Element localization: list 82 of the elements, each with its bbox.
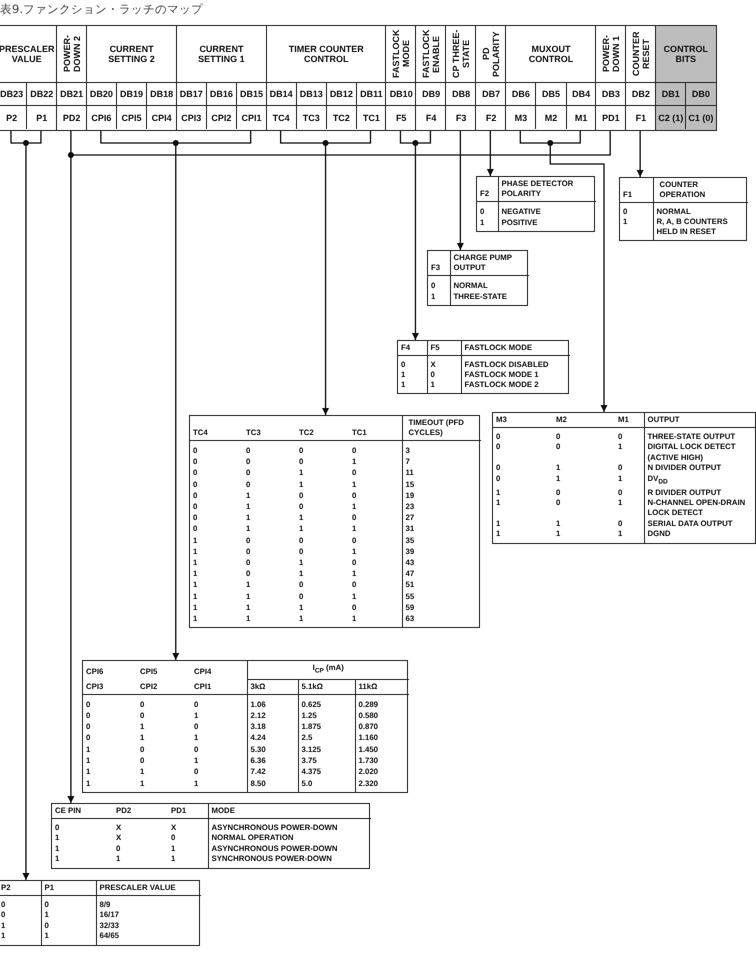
bit-number: DB8 bbox=[451, 88, 472, 101]
register-field bbox=[385, 25, 417, 131]
bit-name: TC2 bbox=[326, 106, 356, 129]
bit-name: P2 bbox=[5, 112, 18, 124]
bit-number: DB5 bbox=[535, 83, 566, 105]
field-heading: TIMER COUNTER CONTROL bbox=[288, 44, 365, 64]
bit-number: DB3 bbox=[600, 88, 621, 101]
figure-title: 表9.ファンクション・ラッチのマップ bbox=[0, 2, 203, 17]
bit-number: DB7 bbox=[481, 88, 502, 101]
bit-number: DB12 bbox=[326, 83, 356, 105]
register-field bbox=[595, 25, 627, 131]
bit-name: TC3 bbox=[296, 106, 326, 129]
register-field bbox=[415, 25, 447, 131]
register-field bbox=[266, 25, 387, 131]
bit-name: PD1 bbox=[601, 112, 621, 124]
field-heading: PD POLARITY bbox=[481, 30, 502, 79]
field-heading: MUXOUT CONTROL bbox=[528, 44, 574, 64]
register-field bbox=[0, 25, 58, 131]
field-heading: CP THREE-STATE bbox=[451, 28, 472, 80]
connector-arrow bbox=[100, 130, 252, 661]
lookup-table bbox=[0, 880, 200, 946]
connector-arrow bbox=[486, 131, 494, 176]
bit-number: DB10 bbox=[388, 88, 414, 101]
lookup-table bbox=[619, 177, 747, 241]
bit-number: DB1 bbox=[660, 88, 681, 101]
field-heading: POWER-DOWN 1 bbox=[600, 34, 621, 74]
bit-name: C1 (0) bbox=[685, 106, 716, 129]
register-field bbox=[625, 25, 657, 131]
bit-name: CPI2 bbox=[206, 106, 236, 129]
connector-arrow bbox=[456, 131, 464, 250]
lookup-table bbox=[476, 176, 595, 232]
register-field bbox=[445, 25, 477, 131]
bit-number: DB16 bbox=[206, 83, 236, 105]
bit-name: F4 bbox=[424, 112, 438, 124]
bit-number: DB19 bbox=[116, 83, 146, 105]
field-heading: FASTLOCK ENABLE bbox=[421, 28, 442, 80]
lookup-table bbox=[189, 415, 480, 628]
connector-arrow bbox=[280, 130, 372, 416]
field-heading: POWER-DOWN 2 bbox=[62, 34, 82, 74]
bit-number: DB6 bbox=[510, 88, 531, 101]
field-heading: CONTROL BITS bbox=[662, 44, 710, 64]
field-heading: FASTLOCK MODE bbox=[391, 28, 412, 80]
bit-name: M2 bbox=[535, 106, 566, 129]
bit-name: TC4 bbox=[272, 112, 291, 124]
lookup-table bbox=[397, 340, 569, 394]
field-heading: CURRENT SETTING 1 bbox=[197, 44, 246, 64]
bit-number: DB20 bbox=[88, 88, 114, 101]
bit-name: F1 bbox=[634, 112, 648, 124]
bit-number: DB21 bbox=[59, 88, 84, 101]
bit-name: F3 bbox=[454, 112, 468, 124]
bit-name: C2 (1) bbox=[657, 112, 684, 125]
bit-number: DB23 bbox=[0, 88, 24, 101]
bit-number: DB17 bbox=[178, 88, 204, 101]
connector-arrow bbox=[400, 130, 432, 341]
register-field bbox=[475, 25, 507, 131]
bit-name: CPI6 bbox=[90, 112, 112, 124]
register-field bbox=[86, 25, 178, 131]
bit-number: DB14 bbox=[268, 88, 294, 101]
bit-number: DB9 bbox=[421, 88, 442, 101]
register-field bbox=[176, 25, 268, 131]
connector-arrow bbox=[520, 130, 608, 413]
bit-number: DB0 bbox=[685, 83, 716, 105]
bit-number: DB13 bbox=[296, 83, 326, 105]
register-field bbox=[505, 25, 597, 131]
bit-number: DB2 bbox=[630, 88, 651, 101]
bit-name: PD2 bbox=[62, 112, 82, 124]
register-field bbox=[655, 25, 717, 131]
lookup-table bbox=[82, 660, 408, 793]
field-heading: COUNTER RESET bbox=[630, 30, 651, 78]
bit-name: CPI3 bbox=[180, 112, 202, 124]
field-heading: CURRENT SETTING 2 bbox=[107, 44, 156, 64]
register-field bbox=[56, 25, 88, 131]
connector-arrow bbox=[10, 130, 42, 881]
bit-name: F5 bbox=[394, 112, 408, 124]
bit-name: M3 bbox=[514, 112, 528, 124]
lookup-table bbox=[492, 412, 756, 544]
bit-name: F2 bbox=[484, 112, 498, 124]
connector-arrow bbox=[636, 131, 644, 177]
connector-arrow bbox=[67, 130, 611, 804]
lookup-table bbox=[51, 803, 370, 869]
lookup-table bbox=[427, 250, 528, 306]
bit-name: CPI5 bbox=[116, 106, 146, 129]
